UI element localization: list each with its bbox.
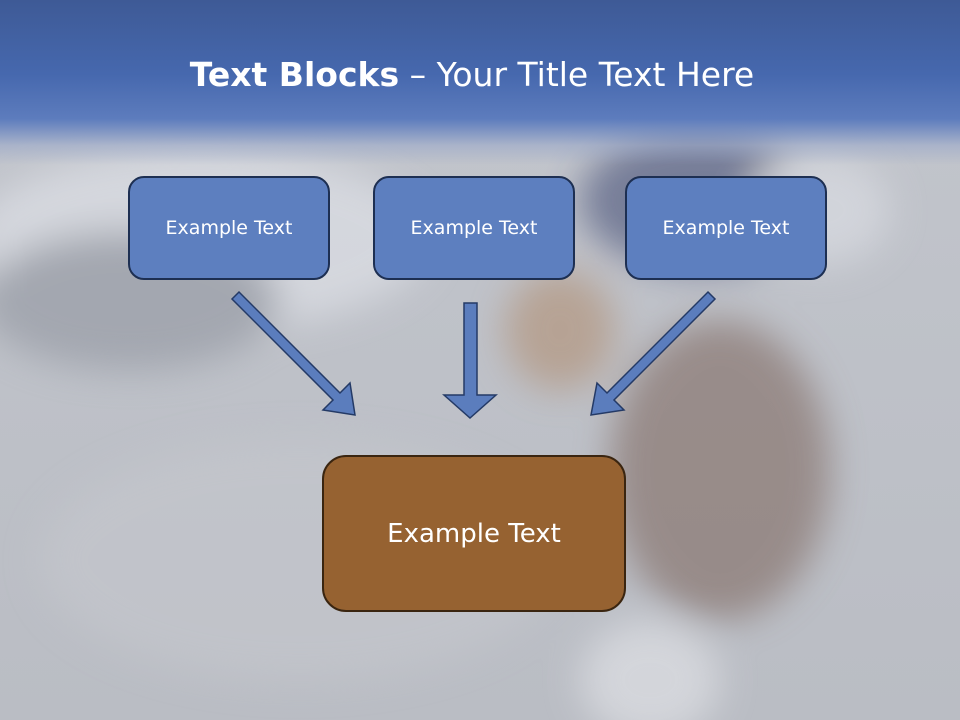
text-block-left-label: Example Text: [165, 217, 293, 239]
text-block-center-label: Example Text: [410, 217, 538, 239]
title-bold-part: Text Blocks: [189, 55, 400, 94]
text-block-center: Example Text: [373, 176, 575, 280]
result-block-label: Example Text: [387, 518, 561, 549]
slide-title: Text Blocks – Your Title Text Here: [0, 52, 944, 98]
title-text-part: Your Title Text Here: [436, 55, 755, 94]
result-block: Example Text: [322, 455, 626, 612]
text-block-right-label: Example Text: [662, 217, 790, 239]
text-block-right: Example Text: [625, 176, 827, 280]
arrow-left-diagonal: [230, 290, 356, 416]
header-band: [0, 0, 960, 165]
text-block-left: Example Text: [128, 176, 330, 280]
arrow-center-down: [442, 302, 498, 420]
title-separator: –: [399, 55, 437, 94]
arrow-right-diagonal: [590, 290, 717, 416]
